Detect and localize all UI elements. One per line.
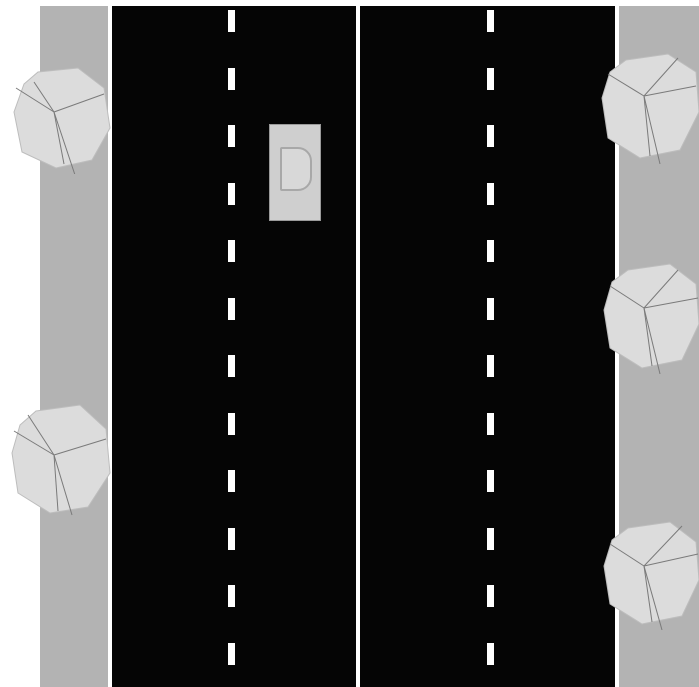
lane-dash — [487, 10, 494, 32]
lane-dash — [228, 10, 235, 32]
lane-dash — [487, 585, 494, 607]
lane-dash — [487, 68, 494, 90]
lane-dash — [487, 528, 494, 550]
lane-dash — [228, 470, 235, 492]
tree-right-2 — [602, 262, 699, 374]
lane-dash — [228, 585, 235, 607]
lane-dash — [228, 68, 235, 90]
tree-left-top — [8, 64, 118, 174]
lane-dash — [228, 125, 235, 147]
lane-dash — [228, 298, 235, 320]
lane-dash — [487, 240, 494, 262]
lane-dash — [487, 413, 494, 435]
lane-dash — [228, 413, 235, 435]
tree-right-1 — [600, 52, 699, 164]
car — [269, 124, 321, 221]
lane-dash — [487, 643, 494, 665]
lane-dash — [228, 240, 235, 262]
lane-dash — [228, 183, 235, 205]
lane-dash — [228, 643, 235, 665]
tree-left-bottom — [8, 403, 118, 518]
lane-dash — [487, 298, 494, 320]
lane-dash — [487, 125, 494, 147]
tree-right-3 — [602, 520, 699, 630]
lane-dash — [228, 528, 235, 550]
lane-dash — [228, 355, 235, 377]
car-windshield — [280, 147, 312, 191]
lane-dash — [487, 470, 494, 492]
lane-dash — [487, 355, 494, 377]
lane-dash — [487, 183, 494, 205]
